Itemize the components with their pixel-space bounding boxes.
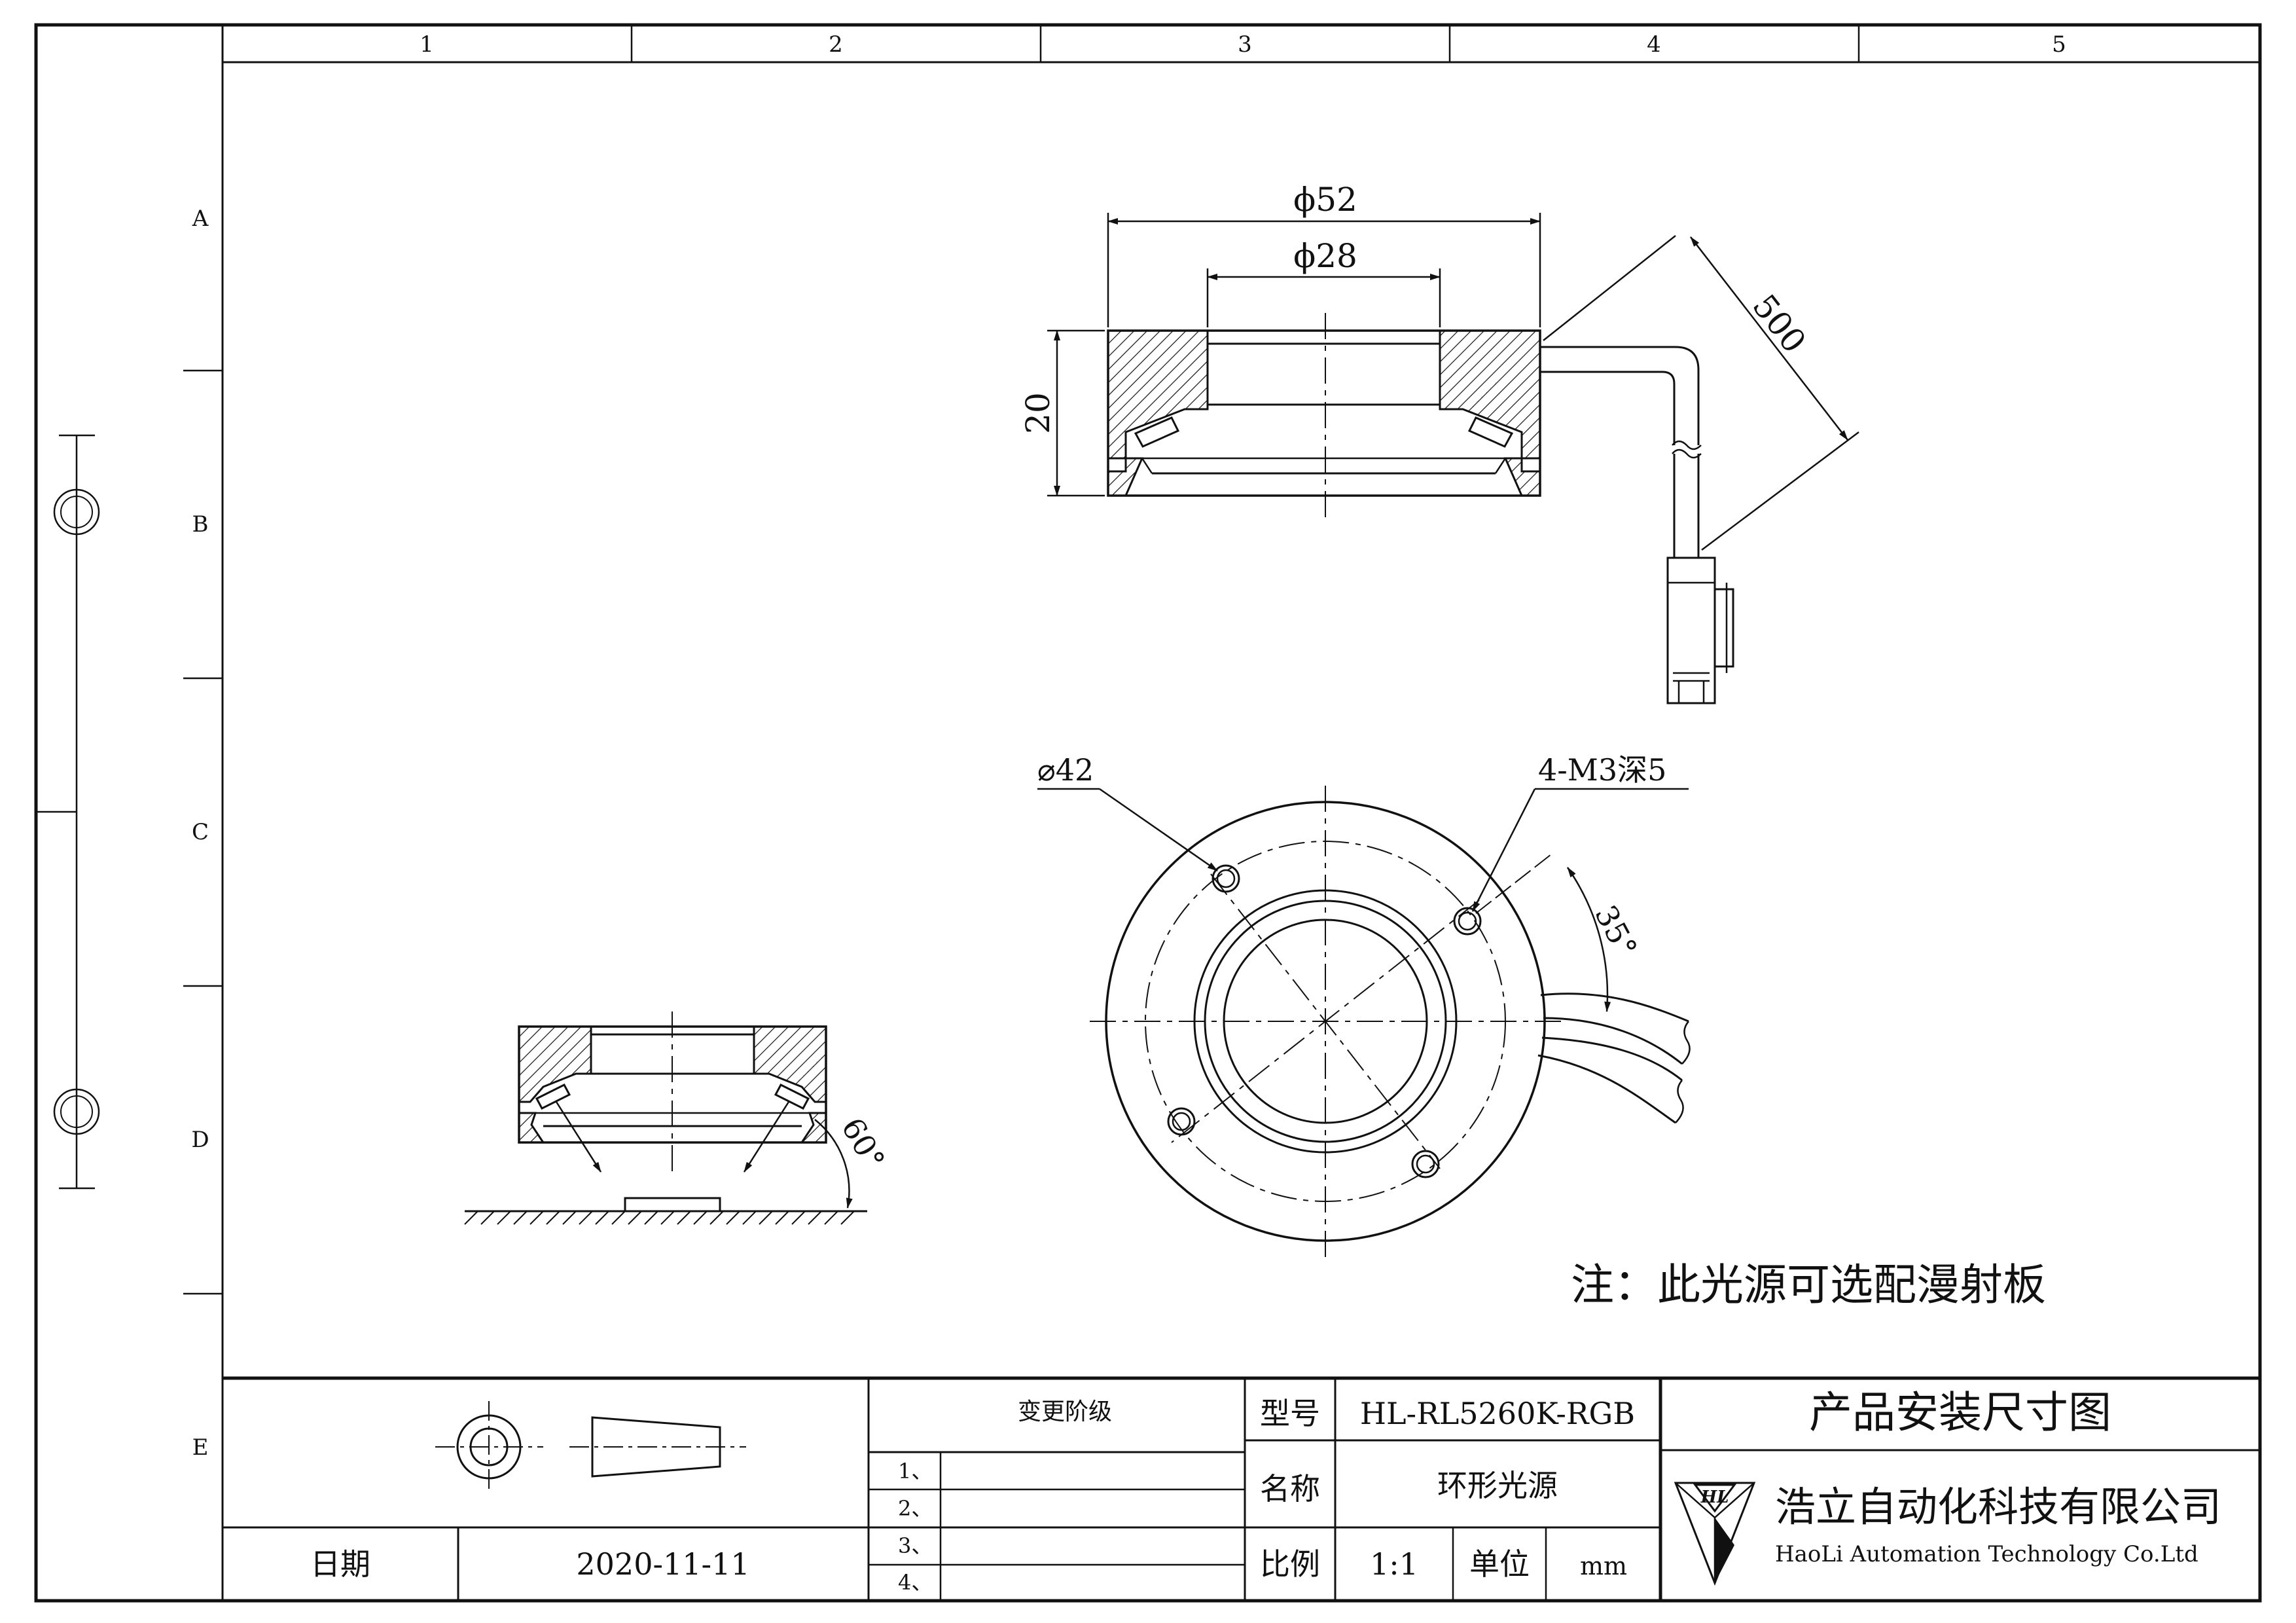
change-level-label: 变更阶级 [1018, 1398, 1112, 1425]
name-value: 环形光源 [1437, 1468, 1558, 1503]
row-label-b: B [192, 511, 209, 538]
row-label-d: D [191, 1127, 209, 1153]
scale-label: 比例 [1260, 1546, 1320, 1582]
unit-value: mm [1580, 1552, 1627, 1580]
row-label-c: C [192, 819, 209, 845]
company-name-cn: 浩立自动化科技有限公司 [1775, 1483, 2221, 1531]
column-label-4: 4 [1647, 31, 1661, 58]
row-label-a: A [192, 206, 209, 232]
date-label: 日期 [310, 1546, 370, 1582]
change-item-1: 1、 [898, 1459, 932, 1484]
model-label: 型号 [1260, 1396, 1320, 1431]
dim-inner-diameter: ϕ28 [1293, 237, 1357, 275]
logo-text: HL [1700, 1487, 1729, 1507]
dim-mount-holes: 4-M3深5 [1538, 752, 1666, 788]
column-label-1: 1 [420, 31, 434, 58]
company-logo: HL [1674, 1482, 1756, 1586]
change-item-4: 4、 [898, 1570, 932, 1595]
side-section-view [1107, 313, 1734, 704]
change-item-2: 2、 [898, 1496, 932, 1521]
unit-label: 单位 [1469, 1546, 1530, 1582]
dim-height: 20 [1019, 392, 1057, 434]
column-label-5: 5 [2052, 31, 2066, 58]
front-view-dimensions: ⌀42 4-M3深5 35° [1037, 752, 1689, 1012]
mount-hole-4 [1411, 1150, 1440, 1178]
scale-value: 1:1 [1370, 1546, 1418, 1582]
dim-outer-diameter: ϕ52 [1293, 181, 1357, 219]
mount-hole-2 [1453, 907, 1482, 936]
model-value: HL-RL5260K-RGB [1360, 1396, 1635, 1431]
drawing-title: 产品安装尺寸图 [1809, 1387, 2111, 1438]
date-value: 2020-11-11 [576, 1546, 749, 1582]
dim-cable-angle: 35° [1588, 900, 1644, 963]
illumination-sketch: 60° [464, 1012, 892, 1225]
binding-marks [36, 434, 100, 1190]
front-view [1090, 786, 1691, 1257]
projection-symbol [435, 1401, 746, 1493]
dim-cable-length: 500 [1745, 287, 1813, 360]
diffuser-note: 注：此光源可选配漫射板 [1571, 1260, 2046, 1310]
mount-hole-1 [1211, 864, 1240, 893]
row-label-e: E [192, 1434, 209, 1461]
column-label-2: 2 [829, 31, 843, 58]
change-item-3: 3、 [898, 1533, 932, 1558]
title-block: 变更阶级 1、 2、 3、 4、 日期 2020-11-11 型号 HL-RL5… [223, 1376, 2260, 1601]
name-label: 名称 [1260, 1471, 1320, 1506]
dim-lighting-angle: 60° [834, 1112, 892, 1176]
dim-hole-circle: ⌀42 [1037, 752, 1094, 788]
company-name-en: HaoLi Automation Technology Co.Ltd [1775, 1541, 2198, 1567]
drawing-frame: 1 2 3 4 5 A B C D E [34, 23, 2262, 1603]
column-label-3: 3 [1238, 31, 1252, 58]
mount-hole-3 [1167, 1107, 1196, 1136]
